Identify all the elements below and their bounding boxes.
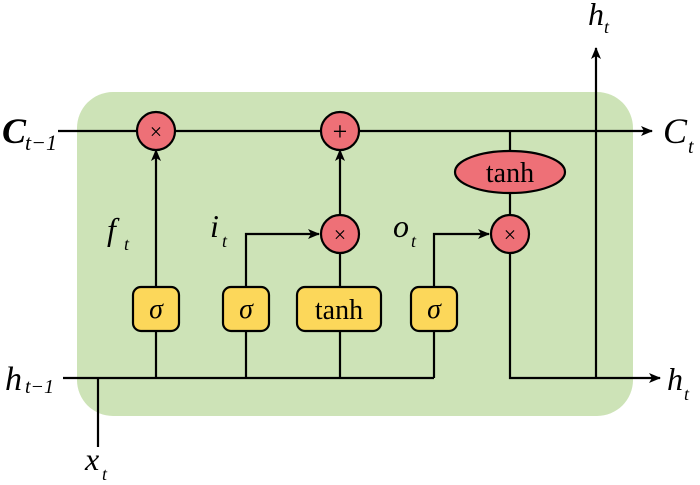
svg-text:t: t xyxy=(684,384,690,404)
svg-text:h: h xyxy=(5,361,22,398)
output-sigma-layer: σ xyxy=(409,285,459,333)
output-multiply-op: × xyxy=(489,213,531,255)
svg-text:σ: σ xyxy=(239,294,254,325)
cell-add-op: + xyxy=(319,110,361,152)
svg-text:h: h xyxy=(588,0,604,32)
svg-text:t−1: t−1 xyxy=(25,376,54,398)
svg-text:t: t xyxy=(102,464,108,484)
svg-text:σ: σ xyxy=(427,294,442,325)
input-sigma-layer: σ xyxy=(221,285,271,333)
label-hidden-top: h t xyxy=(588,0,610,37)
label-hidden-right: h t xyxy=(667,361,690,404)
svg-text:tanh: tanh xyxy=(486,158,534,189)
candidate-tanh-layer: tanh xyxy=(295,285,383,333)
forget-multiply-op: × xyxy=(135,110,177,152)
svg-text:C: C xyxy=(2,111,27,151)
cell-tanh-op: tanh xyxy=(453,149,567,195)
label-output-gate: o t xyxy=(393,208,417,251)
svg-text:t: t xyxy=(222,231,228,251)
svg-text:x: x xyxy=(84,441,99,477)
label-hidden-prev: h t−1 xyxy=(5,361,54,398)
label-cell-state: C t xyxy=(663,111,694,158)
forget-sigma-layer: σ xyxy=(131,285,181,333)
hidden-output-line xyxy=(508,253,661,383)
svg-text:t−1: t−1 xyxy=(25,130,57,155)
label-cell-state-prev: C t−1 xyxy=(2,111,57,155)
svg-text:t: t xyxy=(604,17,610,37)
svg-text:i: i xyxy=(210,208,219,244)
multiply-icon: × xyxy=(150,119,162,144)
svg-text:o: o xyxy=(393,208,409,244)
label-input: x t xyxy=(84,441,108,484)
svg-text:tanh: tanh xyxy=(315,295,363,326)
svg-text:σ: σ xyxy=(149,294,164,325)
label-input-gate: i t xyxy=(210,208,228,251)
input-multiply-op: × xyxy=(319,213,361,255)
svg-text:t: t xyxy=(688,136,694,158)
svg-text:h: h xyxy=(667,361,683,397)
svg-text:C: C xyxy=(663,111,688,151)
multiply-icon: × xyxy=(504,222,516,247)
multiply-icon: × xyxy=(334,222,346,247)
plus-icon: + xyxy=(333,117,348,146)
svg-text:t: t xyxy=(411,231,417,251)
svg-text:t: t xyxy=(124,234,130,254)
